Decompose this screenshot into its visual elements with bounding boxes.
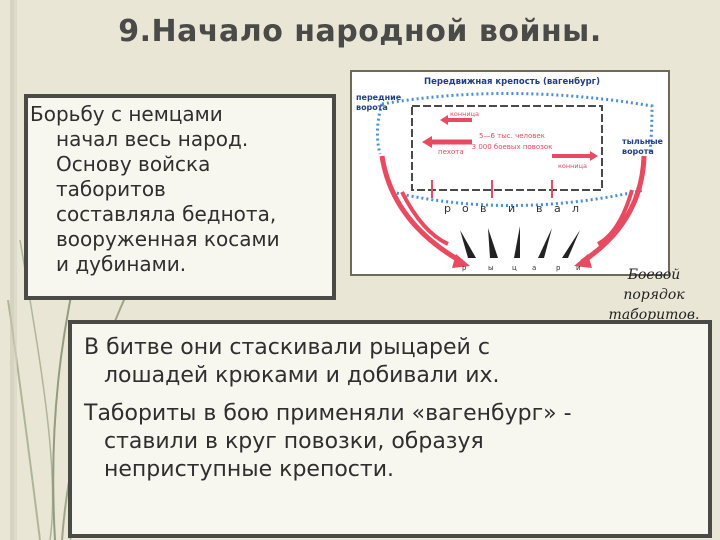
bottom-text-line: лошадей крюками и добивали их. bbox=[104, 363, 500, 388]
right-flank-arrow bbox=[580, 155, 647, 265]
bottom-text-line: ставили в круг повозки, образуя bbox=[104, 429, 484, 454]
ditch-letter: в bbox=[480, 202, 486, 215]
rear-gate-label-1: тыльные bbox=[622, 137, 664, 146]
slide-title: 9.Начало народной войны. bbox=[118, 14, 602, 49]
ditch-letter: а bbox=[554, 202, 561, 215]
left-text-line: вооруженная косами bbox=[56, 227, 280, 251]
cavalry-left-label: конница bbox=[450, 110, 479, 118]
caption-line: порядок bbox=[623, 287, 685, 303]
diagram-title: Передвижная крепость (вагенбург) bbox=[424, 76, 600, 87]
knights-letter: а bbox=[532, 264, 536, 272]
knight-wedge bbox=[488, 228, 498, 258]
left-text-line: Борьбу с немцами bbox=[30, 102, 223, 126]
knights-letter: и bbox=[576, 264, 581, 272]
caption-line: Боевой bbox=[627, 267, 681, 283]
bottom-text: В битве они стаскивали рыцарей с лошадей… bbox=[84, 334, 714, 484]
cavalry-left-arrowhead bbox=[440, 115, 448, 125]
wagon-ring bbox=[411, 105, 603, 191]
left-text-box: Борьбу с немцами начал весь народ. Основ… bbox=[24, 94, 336, 300]
ditch-letter: и bbox=[508, 202, 515, 215]
knight-wedge bbox=[562, 230, 580, 258]
left-text-line: Основу войска bbox=[56, 152, 211, 176]
blue-defense-line-bottom bbox=[391, 188, 645, 208]
left-text-line: начал весь народ. bbox=[56, 127, 249, 151]
front-gate-label-2: ворота bbox=[356, 103, 388, 112]
left-inner-arrow bbox=[400, 191, 449, 246]
knights-letter: р bbox=[556, 264, 561, 272]
ditch-letter: о bbox=[462, 202, 469, 215]
ditch-letter: в bbox=[536, 202, 542, 215]
knight-wedge bbox=[514, 226, 520, 258]
center-info-1: 5—6 тыс. человек bbox=[479, 132, 545, 140]
ditch-letter: л bbox=[572, 202, 579, 215]
bottom-text-line: неприступные крепости. bbox=[104, 457, 394, 482]
bottom-text-line: Табориты в бою применяли «вагенбург» - bbox=[84, 401, 572, 426]
left-text: Борьбу с немцами начал весь народ. Основ… bbox=[30, 102, 340, 277]
blue-defense-line-top bbox=[375, 91, 654, 155]
right-inner-arrow bbox=[596, 189, 634, 246]
knight-wedge bbox=[460, 230, 476, 258]
wagenburg-diagram: Передвижная крепость (вагенбург) передни… bbox=[350, 70, 670, 276]
cavalry-right-label: конница bbox=[558, 162, 587, 170]
left-text-line: и дубинами. bbox=[56, 252, 187, 276]
knight-wedge bbox=[538, 228, 552, 258]
knights-letter: ц bbox=[512, 264, 517, 272]
infantry-arrowhead bbox=[422, 136, 432, 148]
caption-line: таборитов. bbox=[608, 307, 700, 323]
left-flank-arrowhead bbox=[452, 254, 470, 268]
bottom-text-line: В битве они стаскивали рыцарей с bbox=[84, 335, 490, 360]
knights-letter: р bbox=[462, 264, 467, 272]
knights-letter: ы bbox=[488, 264, 494, 272]
left-flank-arrow bbox=[379, 155, 464, 265]
infantry-label: пехота bbox=[438, 148, 464, 156]
center-info-2: 3 000 боевых повозок bbox=[472, 143, 553, 151]
cavalry-right-arrowhead bbox=[590, 151, 598, 161]
rear-gate-label-2: ворота bbox=[622, 147, 654, 156]
ditch-letter: р bbox=[444, 202, 451, 215]
small-exit-arrows bbox=[431, 180, 553, 198]
bottom-text-box: В битве они стаскивали рыцарей с лошадей… bbox=[68, 320, 712, 538]
front-gate-label-1: передние bbox=[356, 93, 402, 102]
diagram-caption: Боевой порядок таборитов. bbox=[590, 265, 718, 325]
right-flank-arrowhead bbox=[574, 254, 592, 268]
left-text-line: таборитов bbox=[56, 177, 166, 201]
left-text-line: составляла беднота, bbox=[56, 202, 277, 226]
wagenburg-diagram-svg: Передвижная крепость (вагенбург) передни… bbox=[356, 76, 664, 272]
